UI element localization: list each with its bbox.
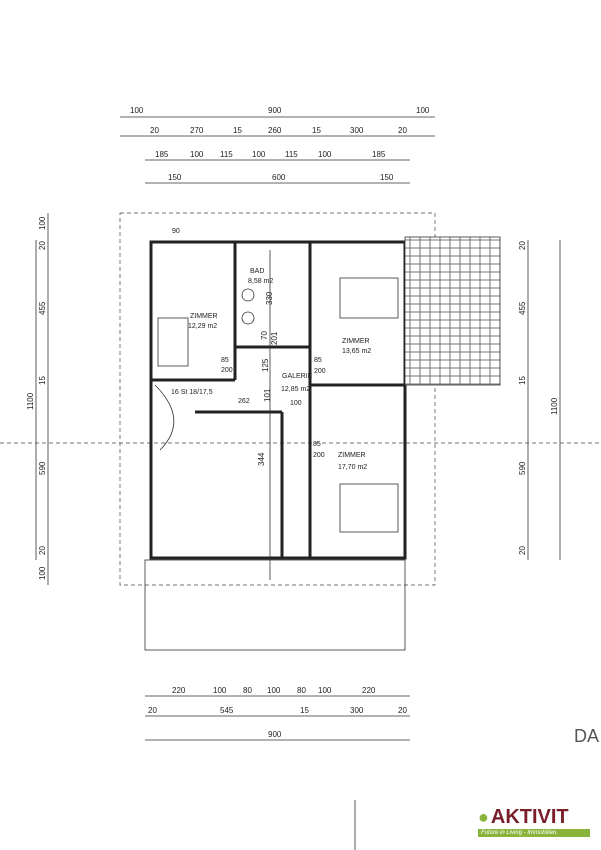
- dim: 590: [518, 461, 527, 475]
- dim: 260: [268, 126, 282, 135]
- dim: 545: [220, 706, 234, 715]
- room-area: 8,58 m2: [248, 278, 273, 285]
- dim: 100: [290, 400, 302, 407]
- dim: 15: [312, 126, 321, 135]
- dim: 455: [38, 301, 47, 315]
- person-icon: ●: [478, 807, 489, 827]
- dim: 100: [252, 150, 266, 159]
- door-height: 200: [314, 368, 326, 375]
- stairs-label: 16 St 18/17,5: [171, 389, 213, 396]
- room-area: 12,85 m2: [281, 386, 310, 393]
- dim: 100: [267, 686, 281, 695]
- dim: 80: [243, 686, 252, 695]
- door-width: 85: [313, 441, 321, 448]
- dim: 20: [518, 546, 527, 555]
- dim: 100: [38, 566, 47, 580]
- dim: 15: [300, 706, 309, 715]
- dim: 115: [285, 150, 298, 159]
- aktivit-logo: ●AKTIVIT Future in Living - Immobilien.: [478, 806, 590, 837]
- dim: 100: [318, 150, 332, 159]
- dim: 150: [380, 173, 394, 182]
- dim: 20: [38, 241, 47, 250]
- door-width: 85: [314, 357, 322, 364]
- dim: 20: [398, 706, 407, 715]
- room-name: BAD: [250, 268, 264, 275]
- room-name: ZIMMER: [338, 452, 366, 459]
- dim: 220: [172, 686, 186, 695]
- dim: 185: [155, 150, 169, 159]
- dim: 115: [220, 150, 233, 159]
- roof-hatch: [404, 236, 501, 386]
- dimension-lines: [0, 116, 601, 850]
- dim: 70: [260, 331, 269, 340]
- building-outline: [119, 212, 436, 651]
- dim: 900: [268, 730, 282, 739]
- dim: 185: [372, 150, 386, 159]
- room-area: 12,29 m2: [188, 323, 217, 330]
- dim: 100: [318, 686, 332, 695]
- door-height: 200: [313, 452, 325, 459]
- dim: 100: [130, 106, 144, 115]
- room-name: GALERIE: [282, 373, 313, 380]
- dim: 15: [233, 126, 242, 135]
- dim: 455: [518, 301, 527, 315]
- dim: 20: [38, 546, 47, 555]
- dim: 20: [518, 241, 527, 250]
- door-height: 200: [221, 367, 233, 374]
- dim: 330: [265, 291, 274, 305]
- dim: 300: [350, 126, 364, 135]
- dim: 270: [190, 126, 204, 135]
- logo-tagline: Future in Living - Immobilien.: [478, 829, 590, 837]
- dim: 100: [38, 216, 47, 230]
- dim: 80: [297, 686, 306, 695]
- room-area: 13,65 m2: [342, 348, 371, 355]
- dim: 20: [148, 706, 157, 715]
- dim: 590: [38, 461, 47, 475]
- dim: 1100: [26, 392, 35, 410]
- dim: 15: [38, 376, 47, 385]
- logo-name: AKTIVIT: [490, 806, 569, 828]
- dim: 90: [172, 228, 180, 235]
- dim: 201: [270, 331, 279, 345]
- room-labels: ZIMMER 12,29 m2 BAD 8,58 m2 ZIMMER 13,65…: [171, 228, 599, 746]
- dim: 900: [268, 106, 282, 115]
- dim: 600: [272, 173, 286, 182]
- dim: 220: [362, 686, 376, 695]
- dim: 150: [168, 173, 182, 182]
- dim: 1100: [550, 397, 559, 415]
- room-name: ZIMMER: [190, 313, 218, 320]
- room-area: 17,70 m2: [338, 464, 367, 471]
- dim: 262: [238, 398, 250, 405]
- corner-text: DA: [574, 726, 599, 746]
- dim: 100: [190, 150, 204, 159]
- dim: 300: [350, 706, 364, 715]
- dim: 125: [261, 358, 270, 372]
- dim: 344: [257, 452, 266, 466]
- dim: 20: [398, 126, 407, 135]
- dim: 100: [416, 106, 430, 115]
- room-name: ZIMMER: [342, 338, 370, 345]
- dim: 20: [150, 126, 159, 135]
- dimension-labels: 100 900 100 20 270 15 260 15 300 20 185 …: [26, 106, 559, 739]
- dim: 15: [518, 376, 527, 385]
- door-width: 85: [221, 357, 229, 364]
- dim: 101: [263, 388, 272, 402]
- dim: 100: [213, 686, 227, 695]
